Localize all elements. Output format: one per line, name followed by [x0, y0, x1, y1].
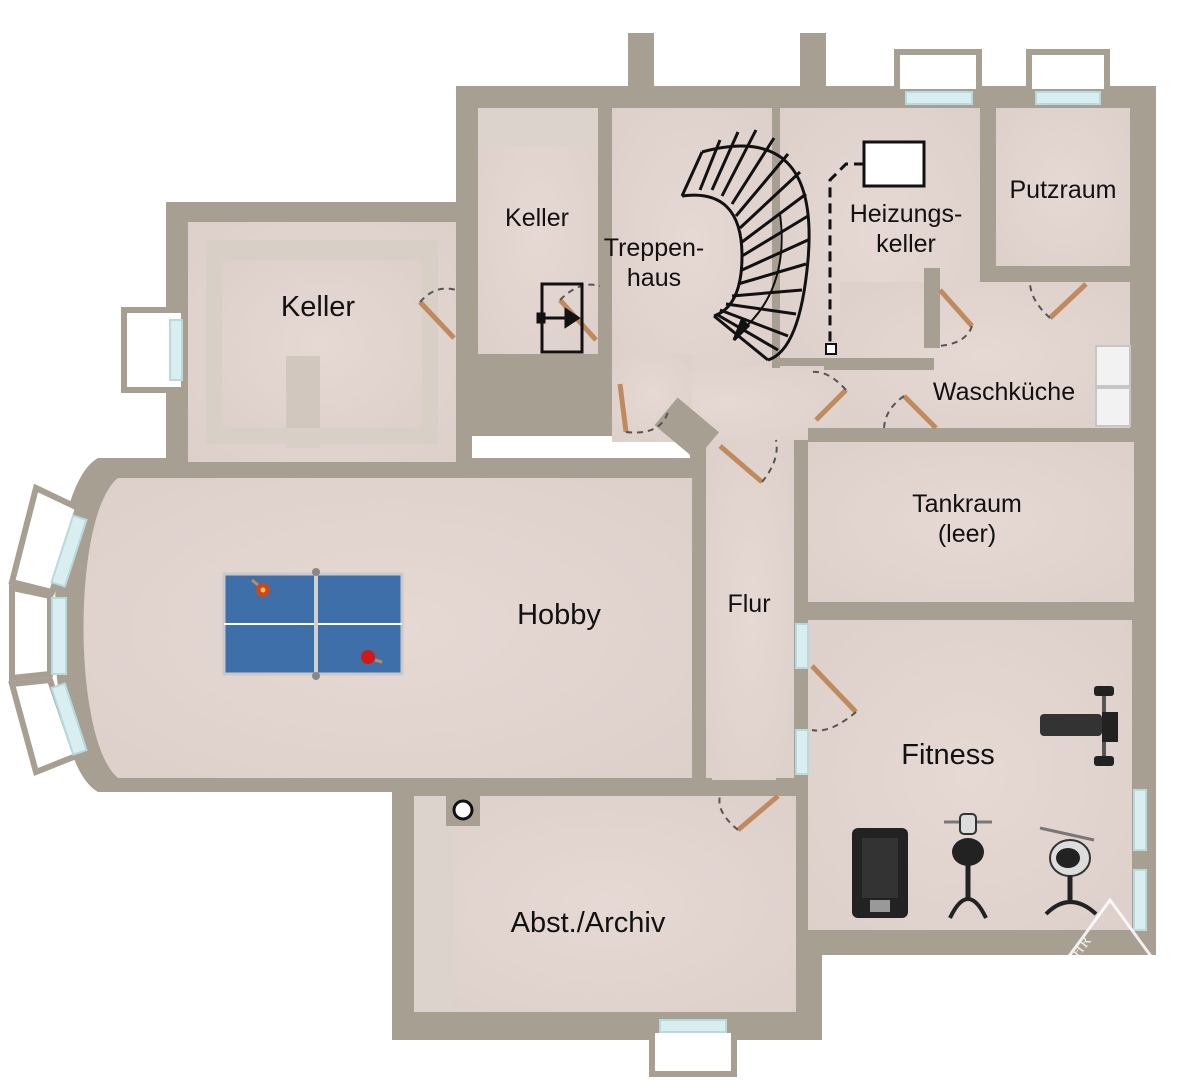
archive-shelf — [414, 796, 454, 1012]
label-keller-small: Keller — [505, 204, 569, 232]
watermark-line3: BÄRBEL BAHR — [1060, 1045, 1175, 1062]
exercise-bike-icon — [944, 813, 992, 919]
label-waschkueche: Waschküche — [933, 378, 1075, 406]
washing-machine-icon — [1095, 345, 1131, 427]
label-treppenhaus-1: Treppen- — [604, 234, 705, 262]
label-archiv: Abst./Archiv — [511, 907, 666, 939]
door-swings — [419, 281, 1051, 831]
room-labels: Keller Keller Treppen- haus Heizungs- ke… — [281, 176, 1117, 939]
label-treppenhaus-2: haus — [627, 264, 681, 292]
exercise-bike-icon — [1039, 826, 1098, 916]
drain-icon — [446, 796, 480, 826]
label-heizung-2: keller — [876, 230, 936, 258]
treadmill-icon — [852, 828, 908, 918]
label-flur: Flur — [727, 590, 770, 618]
shelf — [478, 108, 598, 146]
label-hobby: Hobby — [517, 599, 601, 631]
label-fitness: Fitness — [901, 739, 994, 771]
windows — [50, 91, 1147, 1033]
boiler-icon — [825, 140, 926, 355]
table-tennis-icon — [222, 568, 404, 680]
keller-bench — [206, 240, 438, 448]
watermark-line1: IMMOBILIEN — [1067, 1006, 1169, 1022]
label-keller-left: Keller — [281, 291, 355, 323]
watermark-line2: SERVICE — [1084, 1026, 1152, 1042]
ladder-icon — [536, 282, 584, 354]
doors — [418, 282, 1088, 832]
label-putzraum: Putzraum — [1010, 176, 1117, 204]
label-heizung-1: Heizungs- — [850, 200, 963, 228]
bench-press-icon — [1040, 686, 1118, 766]
interior-walls — [412, 108, 1136, 796]
staircase-icon — [680, 129, 811, 362]
label-tankraum-1: Tankraum — [912, 490, 1022, 518]
label-tankraum-2: (leer) — [938, 520, 996, 548]
